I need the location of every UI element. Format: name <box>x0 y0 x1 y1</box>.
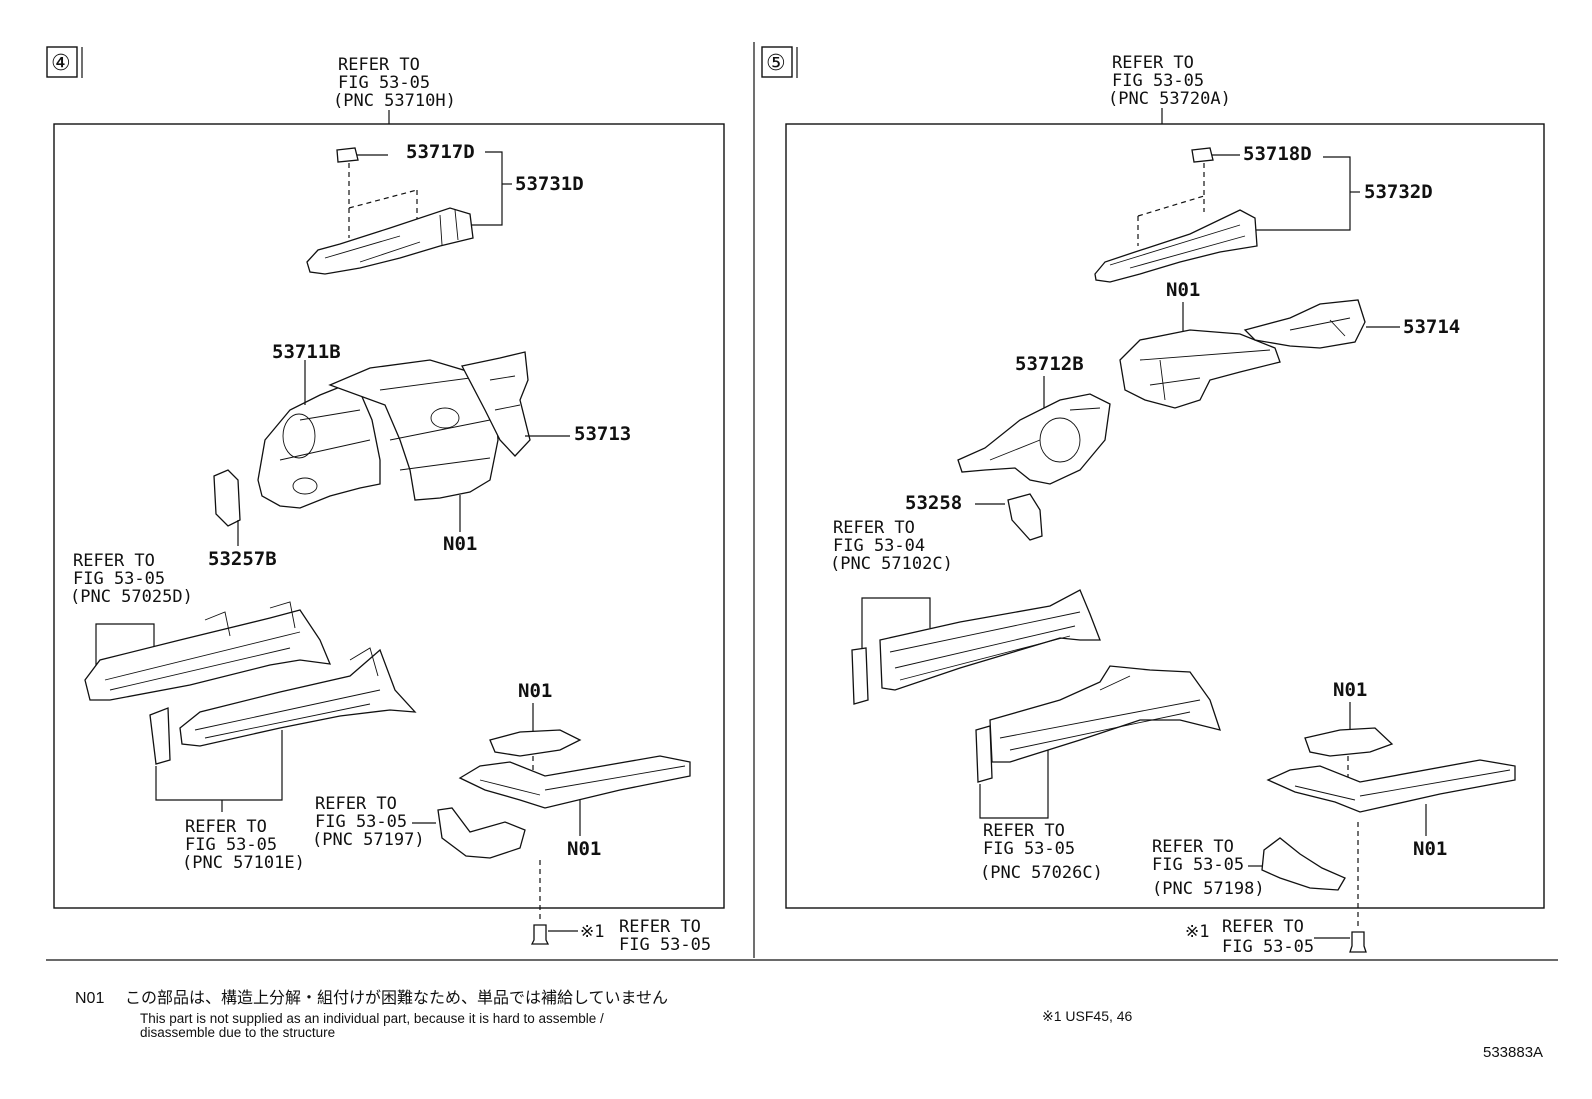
part-label-53717d: 53717D <box>406 141 475 163</box>
part-label-53711b: 53711B <box>272 341 341 363</box>
refer-mid-line3: (PNC 57198) <box>1152 879 1265 899</box>
bolt-mark: ※1 <box>580 922 604 942</box>
refer-bottom-line3: (PNC 57101E) <box>182 853 305 873</box>
wheelhouse-53712b <box>957 393 1111 485</box>
apron-n01 <box>1119 329 1281 409</box>
bracket-53258 <box>1007 493 1043 541</box>
bolt-mark: ※1 <box>1185 922 1209 942</box>
refer-mid-line2: FIG 53-05 <box>1152 855 1244 875</box>
member-bracket-lower <box>149 707 171 765</box>
panel-frame <box>53 123 725 909</box>
side-member-upper <box>879 589 1101 691</box>
part-label-53714: 53714 <box>1403 316 1460 338</box>
rail-53732d <box>1094 209 1258 283</box>
panel-53713 <box>461 351 531 457</box>
section-badge-box <box>46 46 78 78</box>
footer-code: N01 <box>75 990 104 1007</box>
plate-n01 <box>1304 727 1394 757</box>
plate-n01 <box>489 729 582 757</box>
bolt-refer-line2: FIG 53-05 <box>1222 937 1314 957</box>
footer-en-note-1: This part is not supplied as an individu… <box>140 1011 604 1026</box>
part-label-53712b: 53712B <box>1015 353 1084 375</box>
panel-5: ⑤ REFER TO FIG 53-05 (PNC 53720A) 53718D… <box>761 46 1545 957</box>
side-member-lower <box>179 648 417 747</box>
apron-n01 <box>328 359 499 501</box>
section-badge-box <box>761 46 793 78</box>
bolt-refer-line2: FIG 53-05 <box>619 935 711 955</box>
refer-bottom-line3: (PNC 57026C) <box>980 863 1103 883</box>
part-label-n01-plate: N01 <box>518 680 552 702</box>
panel-4: ④ REFER TO FIG 53-05 (PNC 53710H) 53717D… <box>46 46 725 955</box>
footer-en-note-2: disassemble due to the structure <box>140 1025 335 1040</box>
part-label-53257b: 53257B <box>208 548 277 570</box>
refer-top-line2: FIG 53-05 <box>338 73 430 93</box>
refer-top-line3: (PNC 53720A) <box>1108 89 1231 109</box>
refer-left-line1: REFER TO <box>73 551 155 571</box>
refer-mid-line2: FIG 53-05 <box>315 812 407 832</box>
refer-left-line3: (PNC 57102C) <box>830 554 953 574</box>
footer: N01 この部品は、構造上分解・組付けが困難なため、単品では補給していません T… <box>75 989 1543 1061</box>
refer-bottom-line2: FIG 53-05 <box>185 835 277 855</box>
refer-top-line1: REFER TO <box>338 55 420 75</box>
part-label-53731d: 53731D <box>515 173 584 195</box>
refer-top-line3: (PNC 53710H) <box>333 91 456 111</box>
bolt-refer-line1: REFER TO <box>619 917 701 937</box>
part-label-53732d: 53732D <box>1364 181 1433 203</box>
panel-53714 <box>1243 299 1366 349</box>
floor-rail-n01 <box>458 755 691 809</box>
part-label-n01-plate: N01 <box>1333 679 1367 701</box>
bolt-icon <box>1349 931 1367 953</box>
refer-top-line2: FIG 53-05 <box>1112 71 1204 91</box>
refer-left-line2: FIG 53-04 <box>833 536 925 556</box>
bracket-53717d <box>336 147 359 163</box>
refer-mid-line3: (PNC 57197) <box>312 830 425 850</box>
refer-bottom-line1: REFER TO <box>185 817 267 837</box>
section-number: ⑤ <box>766 51 786 76</box>
refer-mid-line1: REFER TO <box>1152 837 1234 857</box>
refer-left-line2: FIG 53-05 <box>73 569 165 589</box>
footer-asterisk-note: ※1 USF45, 46 <box>1042 1008 1133 1024</box>
rail-53731d <box>306 207 474 275</box>
refer-top-line1: REFER TO <box>1112 53 1194 73</box>
bracket-53718d <box>1191 147 1214 163</box>
section-number: ④ <box>51 51 71 76</box>
part-label-n01-upper: N01 <box>443 533 477 555</box>
part-label-53718d: 53718D <box>1243 143 1312 165</box>
illustration-id: 533883A <box>1483 1044 1543 1061</box>
bracket-57197 <box>437 807 526 859</box>
refer-left-line1: REFER TO <box>833 518 915 538</box>
part-label-n01-apron: N01 <box>1166 279 1200 301</box>
bracket-57198 <box>1261 837 1346 891</box>
part-label-n01-rail: N01 <box>1413 838 1447 860</box>
member-bracket-upper <box>851 647 869 705</box>
panel-frame <box>785 123 1545 909</box>
refer-bottom-line2: FIG 53-05 <box>983 839 1075 859</box>
floor-rail-n01 <box>1266 759 1516 813</box>
refer-mid-line1: REFER TO <box>315 794 397 814</box>
wheelhouse-53711b <box>257 384 381 509</box>
footer-jp-note: この部品は、構造上分解・組付けが困難なため、単品では補給していません <box>125 989 668 1007</box>
member-bracket-lower <box>975 725 993 783</box>
side-member-lower <box>989 665 1221 763</box>
part-label-53713: 53713 <box>574 423 631 445</box>
refer-bottom-line1: REFER TO <box>983 821 1065 841</box>
bolt-icon <box>530 924 550 945</box>
bracket-53257b <box>213 469 241 527</box>
part-label-n01-rail: N01 <box>567 838 601 860</box>
part-label-53258: 53258 <box>905 492 962 514</box>
bolt-refer-line1: REFER TO <box>1222 917 1304 937</box>
refer-left-line3: (PNC 57025D) <box>70 587 193 607</box>
